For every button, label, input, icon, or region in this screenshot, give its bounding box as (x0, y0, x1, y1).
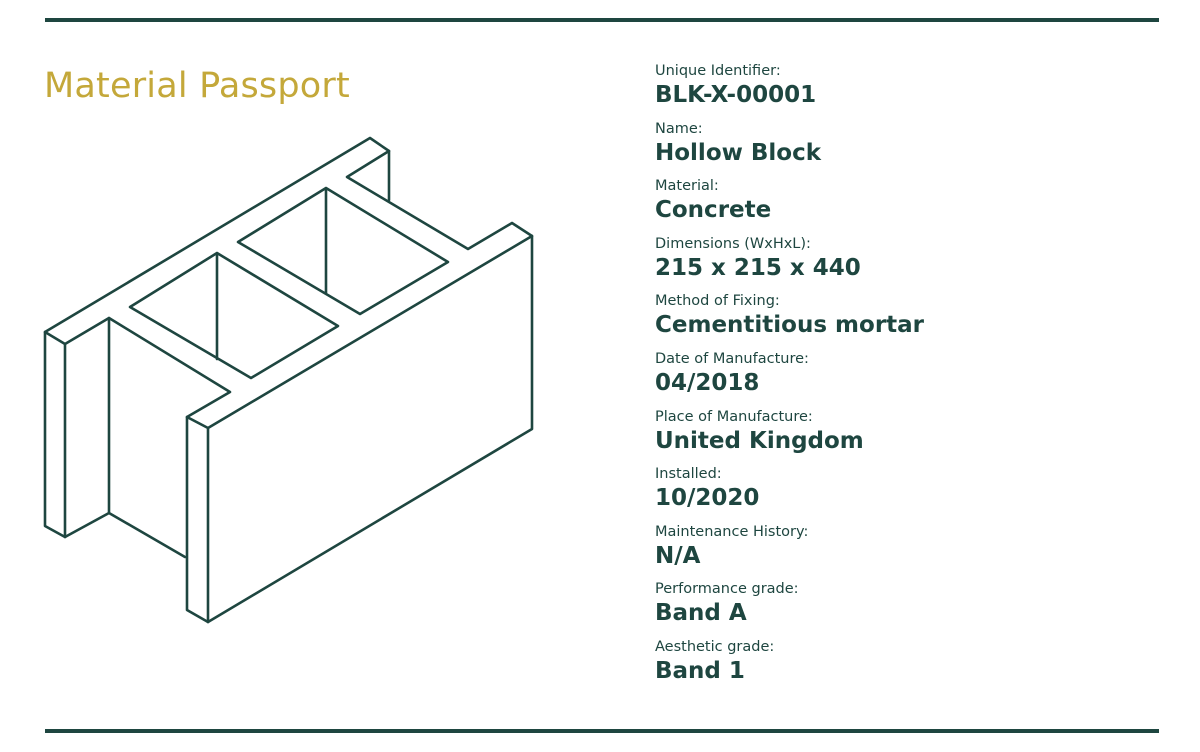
field-value: Band 1 (655, 657, 745, 684)
passport-field: Material: Concrete (655, 177, 924, 235)
field-label: Method of Fixing: (655, 293, 780, 310)
field-value: 215 x 215 x 440 (655, 254, 861, 281)
field-label: Material: (655, 178, 719, 195)
passport-field: Dimensions (WxHxL): 215 x 215 x 440 (655, 235, 924, 293)
hollow-block-illustration (43, 136, 534, 624)
field-label: Installed: (655, 466, 722, 483)
field-value: Hollow Block (655, 139, 822, 166)
block-edges (43, 149, 534, 624)
block-hole-2 (236, 186, 450, 316)
field-label: Place of Manufacture: (655, 408, 813, 425)
field-value: BLK-X-00001 (655, 82, 817, 108)
passport-field: Place of Manufacture: United Kingdom (655, 408, 924, 466)
field-label: Performance grade: (655, 581, 799, 598)
field-value: 04/2018 (655, 369, 760, 396)
field-label: Unique Identifier: (655, 63, 781, 79)
field-value: United Kingdom (655, 427, 864, 454)
passport-field: Date of Manufacture: 04/2018 (655, 350, 924, 408)
passport-field: Unique Identifier: BLK-X-00001 (655, 62, 924, 120)
field-value: Concrete (655, 197, 772, 224)
field-label: Name: (655, 120, 703, 137)
bottom-divider (45, 729, 1159, 733)
field-value: N/A (655, 542, 701, 569)
page-title: Material Passport (44, 66, 350, 106)
field-value: Cementitious mortar (655, 312, 925, 339)
field-label: Maintenance History: (655, 523, 809, 540)
passport-field: Installed: 10/2020 (655, 465, 924, 523)
field-label: Date of Manufacture: (655, 350, 809, 367)
passport-field: Name: Hollow Block (655, 120, 924, 178)
passport-field: Performance grade: Band A (655, 580, 924, 638)
passport-field: Maintenance History: N/A (655, 523, 924, 581)
field-value: 10/2020 (655, 485, 760, 512)
passport-field: Method of Fixing: Cementitious mortar (655, 292, 924, 350)
field-label: Dimensions (WxHxL): (655, 235, 811, 252)
block-hole-1 (128, 251, 340, 380)
top-divider (45, 18, 1159, 22)
field-value: Band A (655, 600, 747, 627)
passport-field: Aesthetic grade: Band 1 (655, 638, 924, 696)
field-label: Aesthetic grade: (655, 638, 775, 655)
